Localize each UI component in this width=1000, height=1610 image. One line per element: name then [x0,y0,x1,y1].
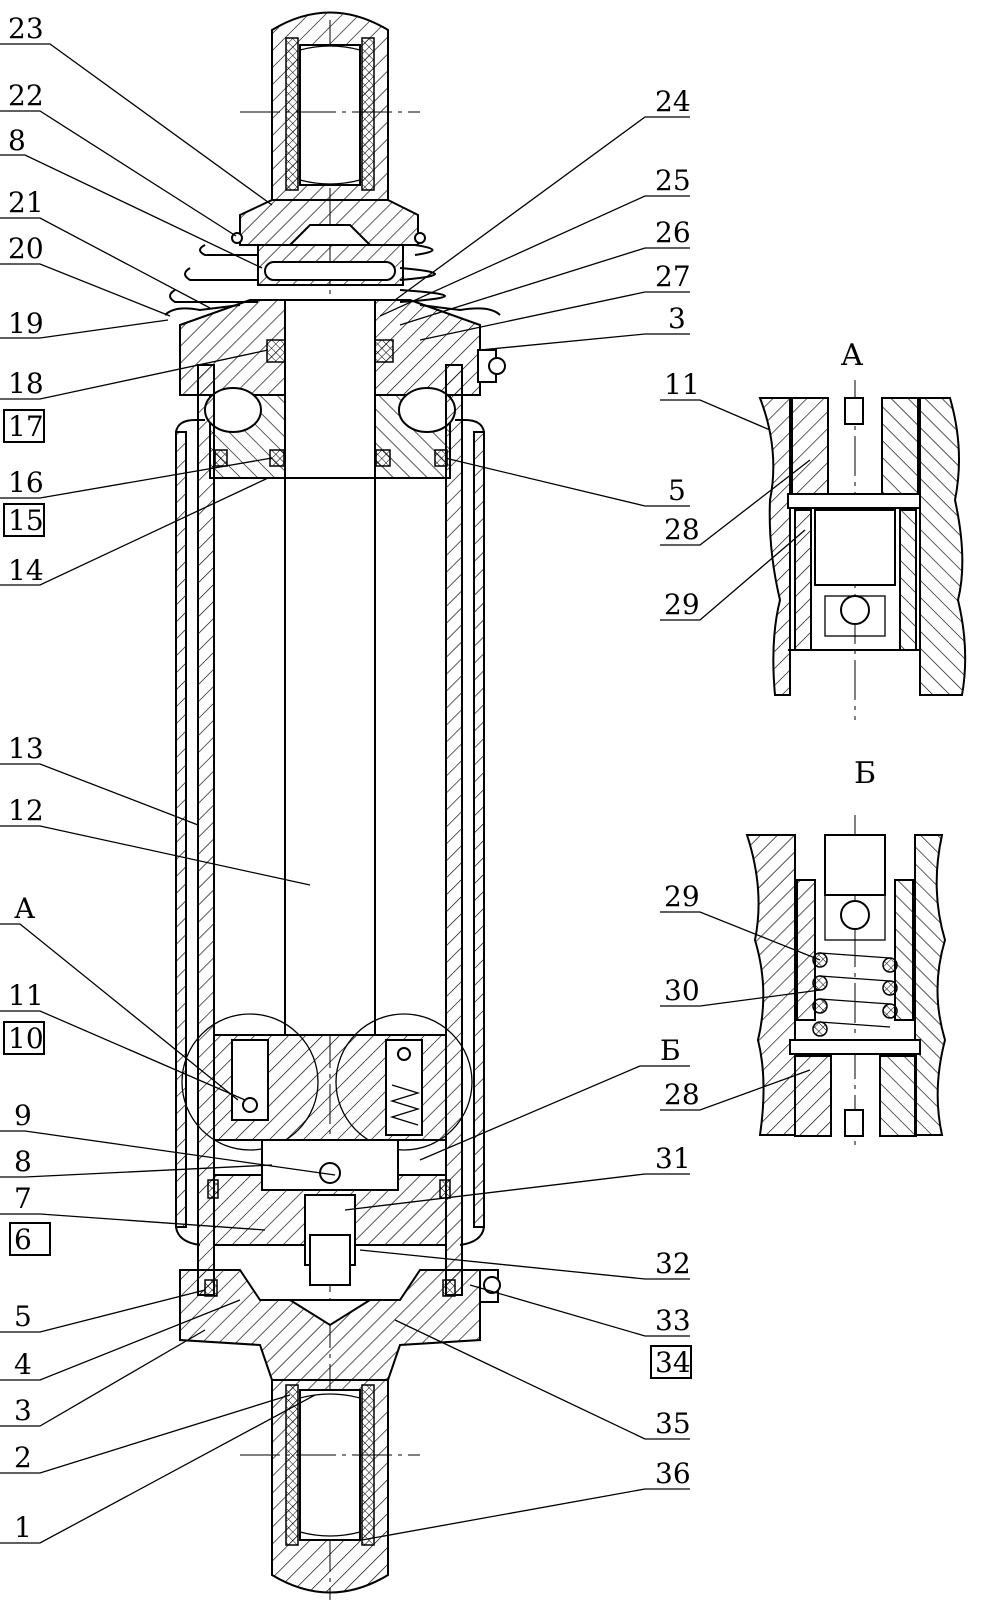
reservoir-tube [175,419,485,1246]
leader-lines [0,43,821,1544]
detail-b-view: Б [745,756,947,1150]
callout-r3: 3 [668,302,686,335]
callout-l12: 12 [8,794,44,827]
callout-l14: 14 [8,554,44,587]
callout-l9: 9 [14,1099,32,1132]
callout-l22: 22 [8,79,44,112]
shock-absorber-section [164,11,506,1600]
callout-l11: 11 [8,979,44,1012]
callout-box-l15 [3,503,45,537]
callout-a11: 11 [664,368,700,401]
callout-r33: 33 [655,1304,691,1337]
callout-b29: 29 [664,880,700,913]
callout-a29: 29 [664,588,700,621]
callout-l3: 3 [14,1394,32,1427]
callout-r32: 32 [655,1247,691,1280]
piston [181,1013,473,1151]
bottom-eye [240,1379,420,1594]
callout-r36: 36 [655,1457,691,1490]
detail-b-callouts: 29 30 28 [664,880,700,1111]
spring-coils [812,952,898,1037]
callout-l16: 16 [8,466,44,499]
detail-a-view: А [758,338,967,720]
detail-a-callouts: 11 28 29 [664,368,700,621]
callout-a28: 28 [664,513,700,546]
detail-b-title: Б [854,756,876,791]
callout-r35: 35 [655,1407,691,1440]
callout-b30: 30 [664,974,700,1007]
callout-rB: Б [660,1034,681,1067]
callout-r31: 31 [655,1142,691,1175]
callout-l19: 19 [8,307,44,340]
callout-r34: 34 [655,1346,691,1379]
upper-head [231,199,426,286]
callout-l21: 21 [8,186,44,219]
callout-l8: 8 [14,1145,32,1178]
callout-r26: 26 [655,216,691,249]
piston-rod [284,299,376,1036]
callout-r27: 27 [655,260,691,293]
callout-l1: 1 [14,1511,32,1544]
callout-box-r34 [650,1345,692,1379]
callout-l4: 4 [14,1348,32,1381]
detail-a-title: А [841,338,864,373]
callout-l20: 20 [8,232,44,265]
callout-b28: 28 [664,1078,700,1111]
callout-box-l10 [3,1021,45,1055]
callout-l5: 5 [14,1300,32,1333]
callout-l15: 15 [8,504,44,537]
callout-l7: 7 [14,1182,32,1215]
callout-lA: А [14,892,35,925]
protective-boot [164,244,501,316]
callout-l2: 2 [14,1441,32,1474]
callout-l18: 18 [8,367,44,400]
callout-l13: 13 [8,732,44,765]
callout-r25: 25 [655,164,691,197]
callout-l10: 10 [8,1022,44,1055]
callout-box-l6 [9,1222,51,1256]
callout-l17: 17 [8,410,44,443]
callout-box-l17 [3,409,45,443]
top-eye [240,11,420,201]
base-valve [207,1139,451,1286]
callout-l23: 23 [8,12,44,45]
working-cylinder [197,364,463,1296]
callout-r24: 24 [655,85,691,118]
callout-l8top: 8 [8,124,26,157]
callout-l6: 6 [14,1223,32,1256]
bottom-cap [179,1269,501,1381]
callout-r5: 5 [668,474,686,507]
